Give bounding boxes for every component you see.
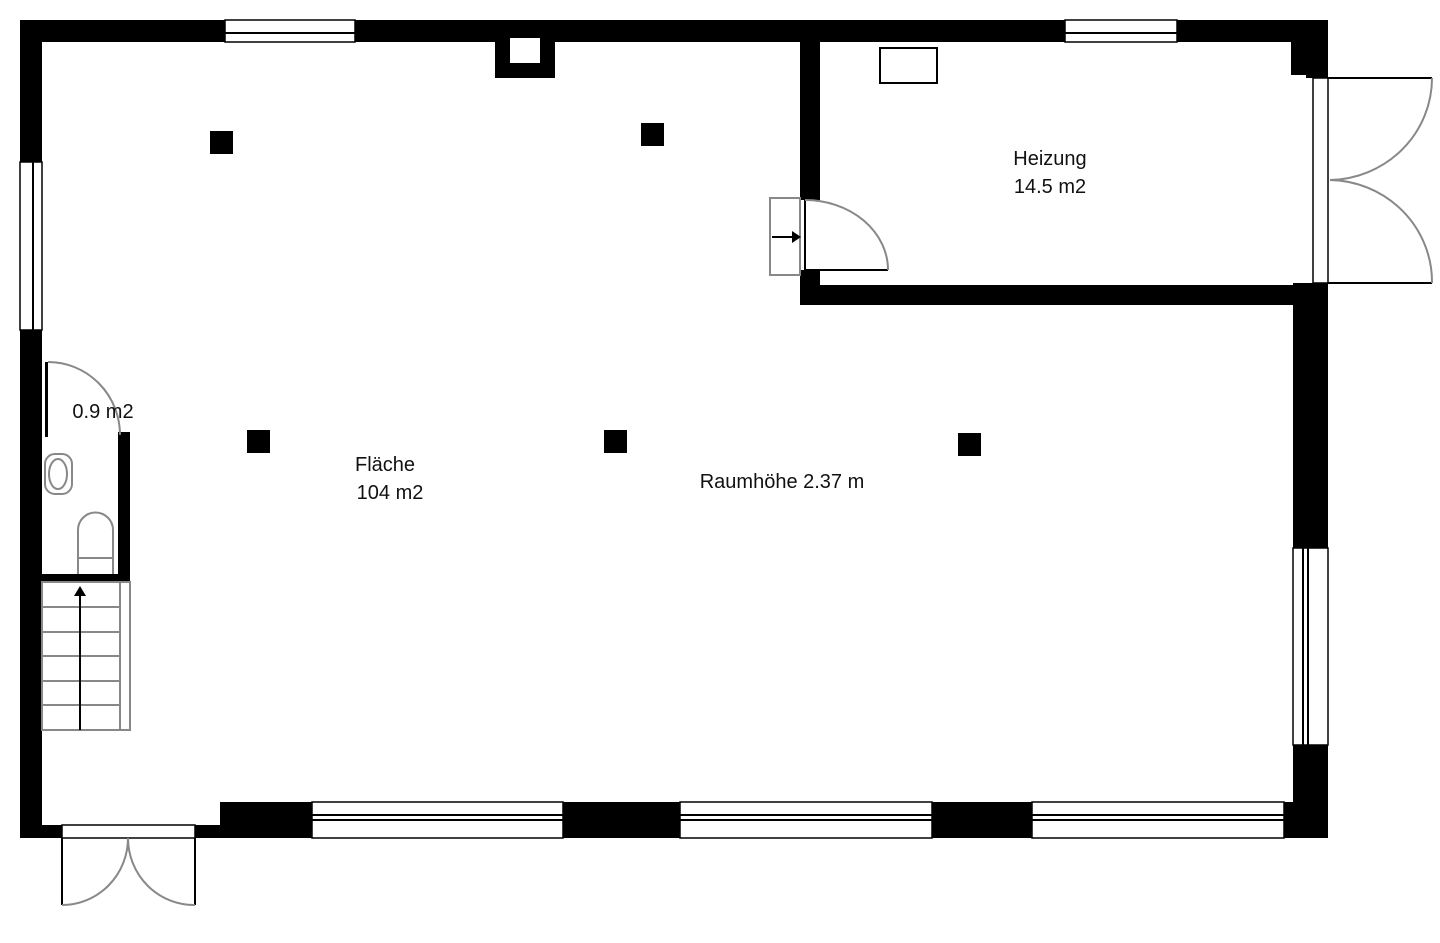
heizung-door <box>769 197 889 276</box>
window-bottom-3 <box>1031 801 1285 839</box>
stairs <box>41 581 131 731</box>
window-top-right <box>1064 19 1178 43</box>
column <box>247 430 270 453</box>
heizung-walls <box>800 42 1313 305</box>
room-area-main: 104 m2 <box>357 482 424 504</box>
room-name-heizung: Heizung <box>1013 148 1086 170</box>
chimney <box>495 38 555 78</box>
column <box>958 433 981 456</box>
wc <box>42 361 130 582</box>
room-area-heizung: 14.5 m2 <box>1014 176 1086 198</box>
window-left <box>19 161 43 331</box>
windows <box>19 19 1329 839</box>
window-bottom-1 <box>311 801 564 839</box>
sink-icon <box>44 453 73 495</box>
double-door-bottom <box>61 824 196 907</box>
room-area-wc: 0.9 m2 <box>72 401 133 423</box>
stair-arrow-icon <box>74 586 86 596</box>
columns <box>210 123 981 456</box>
window-bottom-2 <box>679 801 933 839</box>
room-name-main: Fläche <box>355 454 415 476</box>
boiler <box>879 47 938 84</box>
window-right <box>1292 547 1329 746</box>
column <box>210 131 233 154</box>
arrow-icon <box>792 231 801 243</box>
toilet-icon <box>77 511 114 574</box>
window-top-left <box>224 19 356 43</box>
ceiling-height-label: Raumhöhe 2.37 m <box>700 471 865 493</box>
column <box>604 430 627 453</box>
column <box>641 123 664 146</box>
double-door-right <box>1312 77 1434 284</box>
